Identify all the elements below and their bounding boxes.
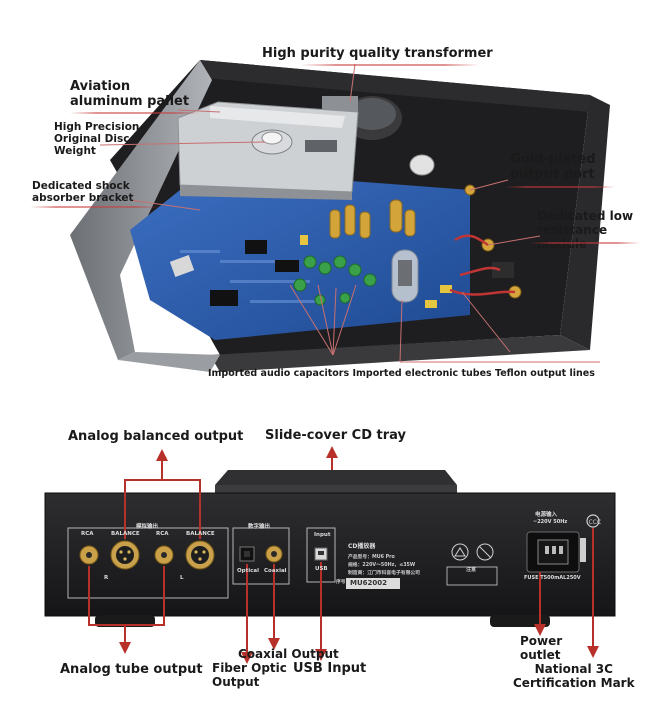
label-power: Power outlet — [520, 634, 563, 662]
usb-port[interactable] — [314, 547, 328, 561]
label-slide-cover: Slide-cover CD tray — [265, 428, 406, 443]
panel-analog-cn: 模拟输出 — [136, 524, 159, 530]
optical-port[interactable] — [239, 546, 255, 562]
label-low-resistance: Dedicated low resistance module — [537, 209, 634, 251]
label-bottom-row: Imported audio capacitors Imported elect… — [208, 368, 595, 379]
panel-serial-label: 序号： — [336, 580, 351, 585]
rca-jack-left[interactable] — [154, 545, 174, 565]
label-usb: USB Input — [293, 661, 367, 676]
open-chassis — [70, 60, 610, 372]
panel-spec-line: 规格：220V～50Hz，≤35W — [348, 563, 416, 568]
panel-channel-r: R — [104, 575, 109, 581]
panel-serial: MU62002 — [350, 579, 388, 587]
panel-rca-right: RCA — [81, 531, 94, 537]
panel-maker-line: 制造商：江门市科音电子有限公司 — [348, 571, 420, 576]
label-analog-tube: Analog tube output — [60, 662, 203, 677]
disposal-icon — [476, 543, 494, 561]
panel-model-line: 产品型号：MU6 Pro — [348, 555, 395, 560]
vacuum-tube — [391, 249, 419, 303]
label-fiber: Fiber Optic Output — [212, 661, 287, 689]
panel-fuse: FUSE T500mAL250V — [524, 575, 581, 581]
panel-balance-left: BALANCE — [186, 531, 215, 537]
panel-digital-cn: 数字输出 — [248, 524, 271, 530]
panel-power-cn: 电源输入 — [535, 512, 558, 518]
label-aviation-pallet: Aviation aluminum pallet — [70, 79, 190, 109]
coaxial-port[interactable] — [265, 545, 283, 563]
label-transformer: High purity quality transformer — [262, 46, 493, 61]
rca-jack-right[interactable] — [79, 545, 99, 565]
label-coaxial: Coaxial Output — [238, 647, 339, 661]
panel-power-spec: ~220V 50Hz — [533, 519, 568, 525]
panel-channel-l: L — [180, 575, 184, 581]
rear-chassis: CCC — [44, 470, 616, 627]
aluminum-side-wall — [70, 60, 212, 360]
power-socket[interactable] — [526, 531, 586, 573]
panel-rca-left: RCA — [156, 531, 169, 537]
panel-notice-cn: 注意 — [466, 567, 477, 573]
panel-optical: Optical — [237, 568, 259, 574]
svg-text:CCC: CCC — [589, 519, 602, 526]
recycle-icon — [451, 543, 469, 561]
panel-coaxial: Coaxial — [264, 568, 287, 574]
xlr-jack-right[interactable] — [110, 540, 140, 570]
panel-product-cn: CD播放器 — [348, 543, 376, 550]
ccc-mark-icon: CCC — [586, 514, 602, 528]
panel-usb: USB — [315, 566, 328, 572]
label-national-3c: National 3C Certification Mark — [513, 662, 635, 690]
label-analog-balanced: Analog balanced output — [68, 429, 244, 444]
panel-balance-right: BALANCE — [111, 531, 140, 537]
cd-mechanism — [177, 101, 359, 200]
xlr-jack-left[interactable] — [185, 540, 215, 570]
slide-cover-tray — [215, 470, 457, 485]
label-disc-weight: High Precision Original Disc Weight — [54, 121, 140, 158]
label-gold-port: Gold-plated output port — [510, 152, 596, 182]
panel-input: Input — [314, 532, 331, 538]
label-shock-bracket: Dedicated shock absorber bracket — [32, 180, 134, 205]
